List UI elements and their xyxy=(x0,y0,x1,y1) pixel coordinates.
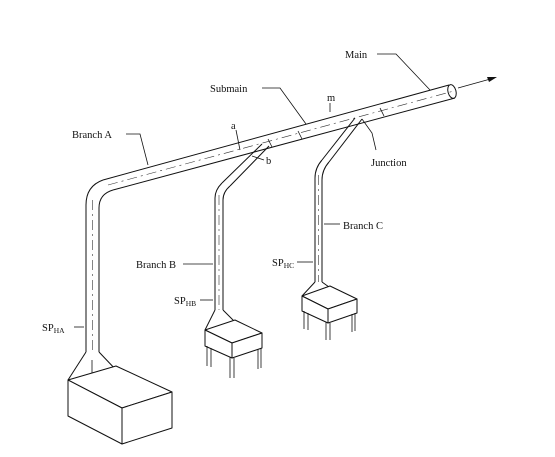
flow-arrow xyxy=(457,77,497,89)
label-sp-hb: SPHB xyxy=(174,296,196,308)
label-junction: Junction xyxy=(371,158,407,169)
label-sp-hc-prefix: SP xyxy=(272,258,284,269)
label-branch-c: Branch C xyxy=(343,221,383,232)
label-branch-b: Branch B xyxy=(136,260,176,271)
branch-a-duct xyxy=(67,179,119,381)
label-sp-hb-subscript: HB xyxy=(186,299,196,308)
hood-b xyxy=(204,319,263,378)
label-sp-hc: SPHC xyxy=(272,258,294,270)
label-a: a xyxy=(231,121,236,132)
main-submain-duct xyxy=(102,84,457,191)
label-sp-ha-prefix: SP xyxy=(42,323,54,334)
label-sp-ha-subscript: HA xyxy=(54,326,65,335)
label-sp-ha: SPHA xyxy=(42,323,65,335)
branch-b-duct xyxy=(204,143,270,331)
label-branch-a: Branch A xyxy=(72,130,112,141)
branch-c-duct xyxy=(301,117,363,297)
label-submain: Submain xyxy=(210,84,248,95)
hood-a xyxy=(67,365,173,445)
leader-lines xyxy=(74,53,431,328)
label-m: m xyxy=(327,93,335,104)
label-sp-hb-prefix: SP xyxy=(174,296,186,307)
hood-c xyxy=(301,285,358,340)
label-main: Main xyxy=(345,50,368,61)
label-sp-hc-subscript: HC xyxy=(284,261,294,270)
label-b: b xyxy=(266,156,271,167)
